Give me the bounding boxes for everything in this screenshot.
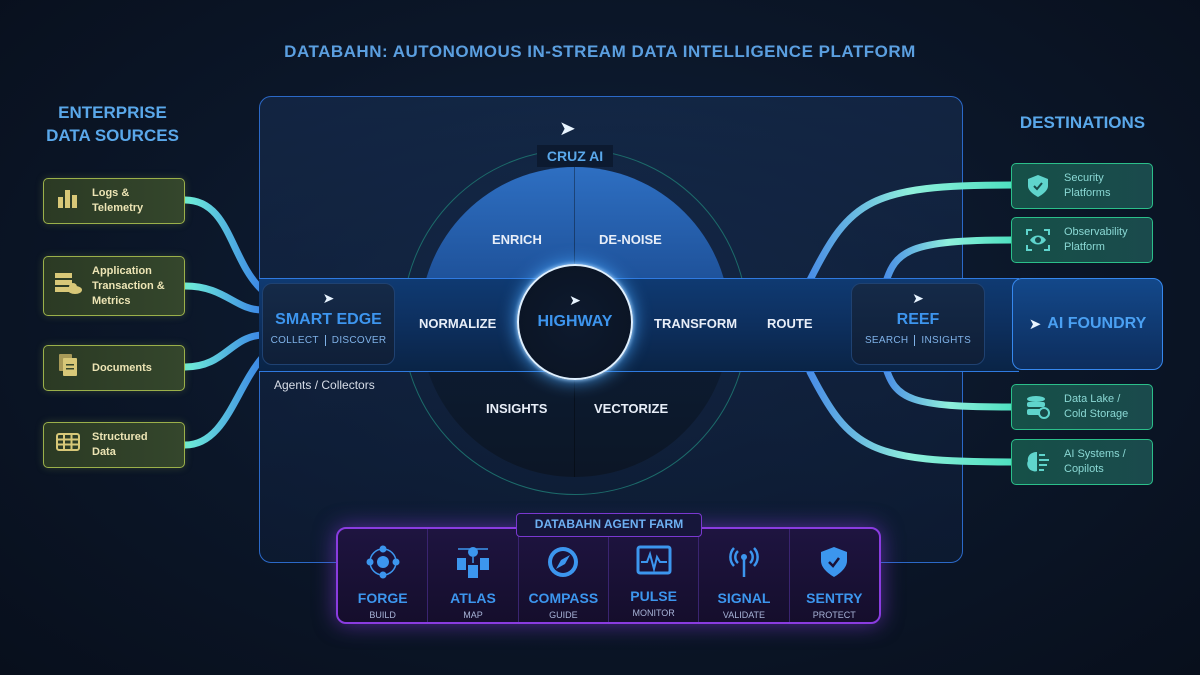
reef-functions: SEARCH INSIGHTS [852, 335, 984, 346]
agent-signal[interactable]: SIGNAL VALIDATE [699, 529, 790, 622]
connector-ai-systems [806, 368, 1016, 466]
agent-compass[interactable]: COMPASS GUIDE [519, 529, 609, 622]
stage-vectorize: VECTORIZE [594, 401, 669, 416]
sources-heading: ENTERPRISE DATA SOURCES [30, 101, 195, 147]
connector-structured [181, 354, 266, 449]
sitemap-icon [428, 545, 517, 584]
agent-farm-label: DATABAHN AGENT FARM [516, 513, 702, 537]
stage-insights: INSIGHTS [486, 401, 548, 416]
stage-route: ROUTE [767, 316, 813, 331]
table-icon [44, 433, 92, 457]
documents-icon [44, 353, 92, 383]
agent-sentry[interactable]: SENTRY PROTECT [790, 529, 879, 622]
server-cloud-icon [44, 271, 92, 301]
agent-name: PULSE [630, 588, 677, 604]
source-label: Data [92, 446, 116, 458]
connector-docs [181, 331, 266, 371]
agent-forge[interactable]: FORGE BUILD [338, 529, 429, 622]
page-title: DATABAHN: AUTONOMOUS IN-STREAM DATA INTE… [284, 42, 916, 61]
databahn-logo-icon: ➤ [559, 118, 576, 140]
connector-observability [881, 236, 1016, 289]
agent-pulse[interactable]: PULSE MONITOR [609, 529, 700, 622]
agent-desc: VALIDATE [722, 610, 766, 620]
source-label: Application [92, 264, 152, 277]
destination-label: AI Systems / [1064, 448, 1126, 460]
gear-network-icon [338, 545, 427, 584]
smart-edge-discover: DISCOVER [331, 335, 387, 347]
connector-logs [181, 196, 266, 294]
agent-farm: FORGE BUILD ATLAS MAP COMPASS GUIDE PULSE MO… [336, 527, 881, 624]
agent-name: ATLAS [450, 590, 496, 606]
smart-edge-node[interactable]: ➤ SMART EDGE COLLECT DISCOVER [262, 283, 395, 365]
source-documents[interactable]: Documents [43, 345, 185, 391]
agent-name: SIGNAL [717, 590, 771, 606]
stage-transform: TRANSFORM [654, 316, 738, 331]
smart-edge-name: SMART EDGE [275, 311, 382, 328]
agent-desc: GUIDE [549, 610, 578, 620]
eye-icon [1012, 229, 1064, 251]
agent-desc: BUILD [369, 610, 396, 620]
brain-icon [1012, 450, 1064, 474]
databahn-logo-icon: ➤ [569, 292, 581, 308]
databahn-logo-icon: ➤ [322, 290, 335, 306]
source-label: Metrics [92, 294, 131, 307]
destination-label: Security [1064, 172, 1104, 184]
reef-search: SEARCH [864, 335, 909, 347]
shield-check-icon [790, 545, 879, 584]
source-logs-telemetry[interactable]: Logs & Telemetry [43, 178, 185, 224]
reef-node[interactable]: ➤ REEF SEARCH INSIGHTS [851, 283, 985, 365]
stage-normalize: NORMALIZE [419, 316, 497, 331]
agent-name: COMPASS [528, 590, 599, 606]
sources-heading-line1: ENTERPRISE [58, 103, 167, 122]
destination-label: Cold Storage [1064, 408, 1129, 420]
destination-label: Platforms [1064, 187, 1111, 199]
source-label: Transaction & [92, 279, 165, 292]
stage-enrich: ENRICH [492, 232, 542, 247]
smart-edge-collect: COLLECT [270, 335, 319, 347]
databahn-logo-icon: ➤ [1028, 316, 1042, 333]
destination-data-lake[interactable]: Data Lake / Cold Storage [1011, 384, 1153, 430]
reef-name: REEF [896, 311, 940, 328]
pulse-monitor-icon [609, 545, 698, 582]
destination-ai-systems[interactable]: AI Systems / Copilots [1011, 439, 1153, 485]
shield-check-icon [1012, 174, 1064, 198]
sources-heading-line2: DATA SOURCES [46, 126, 179, 145]
agent-desc: MAP [463, 610, 483, 620]
destination-label: Observability [1064, 226, 1128, 238]
connector-security [806, 181, 1016, 284]
destination-label: Data Lake / [1064, 393, 1121, 405]
connector-app [181, 282, 266, 314]
ai-foundry-node[interactable]: ➤ AI FOUNDRY [1012, 278, 1163, 370]
smart-edge-caption: Agents / Collectors [274, 378, 375, 392]
agent-name: SENTRY [806, 590, 863, 606]
destination-label: Platform [1064, 241, 1105, 253]
antenna-icon [699, 545, 788, 584]
connector-datalake [881, 361, 1016, 411]
agent-desc: PROTECT [812, 610, 856, 620]
highway-name: HIGHWAY [537, 313, 613, 330]
agent-name: FORGE [357, 590, 408, 606]
compass-icon [519, 545, 608, 584]
destination-label: Copilots [1064, 463, 1104, 475]
agent-desc: MONITOR [632, 608, 675, 618]
ai-foundry-name: AI FOUNDRY [1047, 315, 1147, 332]
source-label: Structured [92, 431, 148, 443]
stage-denoise: DE-NOISE [599, 232, 662, 247]
reef-insights: INSIGHTS [921, 335, 972, 347]
destinations-heading: DESTINATIONS [1019, 113, 1146, 132]
agent-atlas[interactable]: ATLAS MAP [428, 529, 519, 622]
smart-edge-functions: COLLECT DISCOVER [263, 335, 394, 346]
source-label: Telemetry [92, 202, 144, 214]
database-icon [1012, 395, 1064, 419]
bar-chart-icon [44, 188, 92, 214]
databahn-logo-icon: ➤ [912, 290, 924, 306]
source-label: Documents [92, 361, 152, 374]
cruz-ai-label[interactable]: CRUZ AI [537, 145, 613, 167]
source-label: Logs & [92, 187, 130, 199]
highway-node[interactable]: ➤ HIGHWAY [517, 264, 633, 380]
